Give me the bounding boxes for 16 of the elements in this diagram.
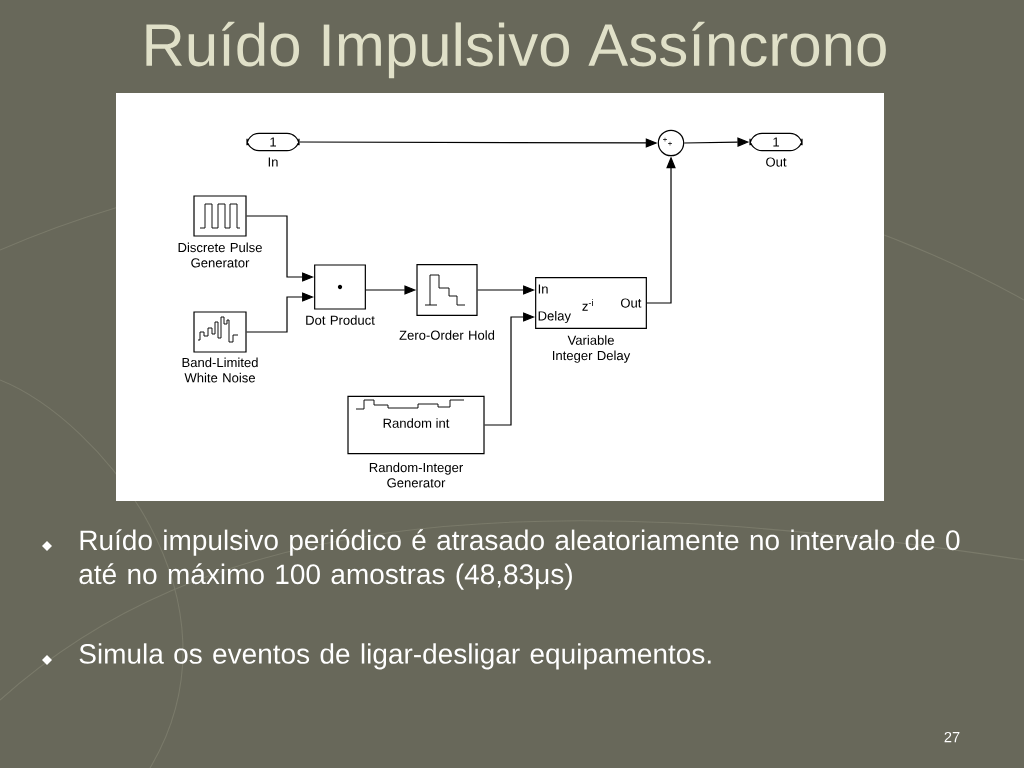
random-integer-block: Random int bbox=[347, 395, 485, 455]
delay-block: In Delay z$^{-i}$ Out bbox=[535, 277, 647, 329]
block-label: Out bbox=[766, 157, 787, 167]
block-label: Variable Integer Delay bbox=[553, 335, 631, 363]
block-label: Band-Limited White Noise bbox=[182, 357, 258, 383]
block-label: In bbox=[268, 157, 278, 167]
slide-title: Ruído Impulsivo Assíncrono bbox=[146, 21, 886, 79]
block-label: Dot Product bbox=[306, 315, 375, 325]
block-label: Discrete Pulse Generator bbox=[178, 242, 262, 268]
block-label: Random-Integer Generator bbox=[369, 462, 463, 488]
bullet-text: Ruído impulsivo periódico é atrasado aleatoriamente no intervalo de 0 até no máximo 100 amostras (48,83μs) bbox=[79, 529, 960, 590]
arrow bbox=[246, 215, 314, 282]
block-label: Zero-Order Hold bbox=[399, 330, 495, 340]
arrow bbox=[246, 292, 314, 333]
bullet-text: Simula os eventos de ligar-desligar equipamentos. bbox=[79, 643, 711, 670]
page-number: 27 bbox=[944, 731, 960, 743]
